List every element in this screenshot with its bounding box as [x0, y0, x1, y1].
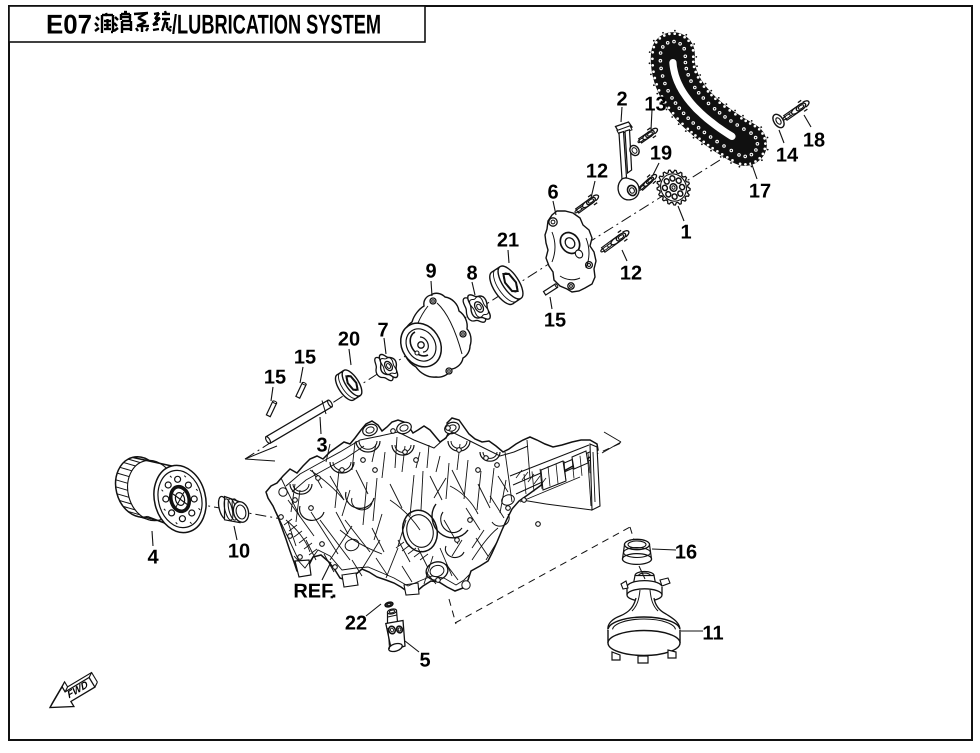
- svg-text:10: 10: [228, 541, 250, 563]
- svg-text:11: 11: [702, 623, 723, 645]
- svg-text:4: 4: [147, 547, 159, 569]
- svg-text:8: 8: [466, 263, 477, 285]
- svg-text:7: 7: [377, 320, 388, 342]
- svg-text:12: 12: [586, 161, 608, 183]
- svg-text:15: 15: [264, 367, 286, 389]
- svg-text:6: 6: [547, 182, 558, 204]
- svg-text:17: 17: [749, 181, 771, 203]
- svg-text:9: 9: [425, 261, 436, 283]
- svg-text:12: 12: [620, 263, 642, 285]
- svg-text:E07: E07: [46, 10, 92, 40]
- svg-text:5: 5: [419, 650, 430, 672]
- svg-text:16: 16: [675, 542, 697, 564]
- svg-text:15: 15: [294, 347, 316, 369]
- svg-text:13: 13: [644, 94, 666, 116]
- svg-text:1: 1: [680, 222, 691, 244]
- svg-text:3: 3: [316, 435, 327, 457]
- svg-text:21: 21: [497, 230, 519, 252]
- svg-text:15: 15: [544, 310, 566, 332]
- svg-text:22: 22: [345, 613, 367, 635]
- svg-text:19: 19: [650, 143, 672, 165]
- svg-text:14: 14: [776, 145, 799, 167]
- svg-text:REF.: REF.: [293, 581, 336, 603]
- svg-text:20: 20: [338, 329, 360, 351]
- svg-text:18: 18: [803, 130, 825, 152]
- svg-text:2: 2: [616, 89, 627, 111]
- svg-text:/LUBRICATION SYSTEM: /LUBRICATION SYSTEM: [172, 10, 381, 40]
